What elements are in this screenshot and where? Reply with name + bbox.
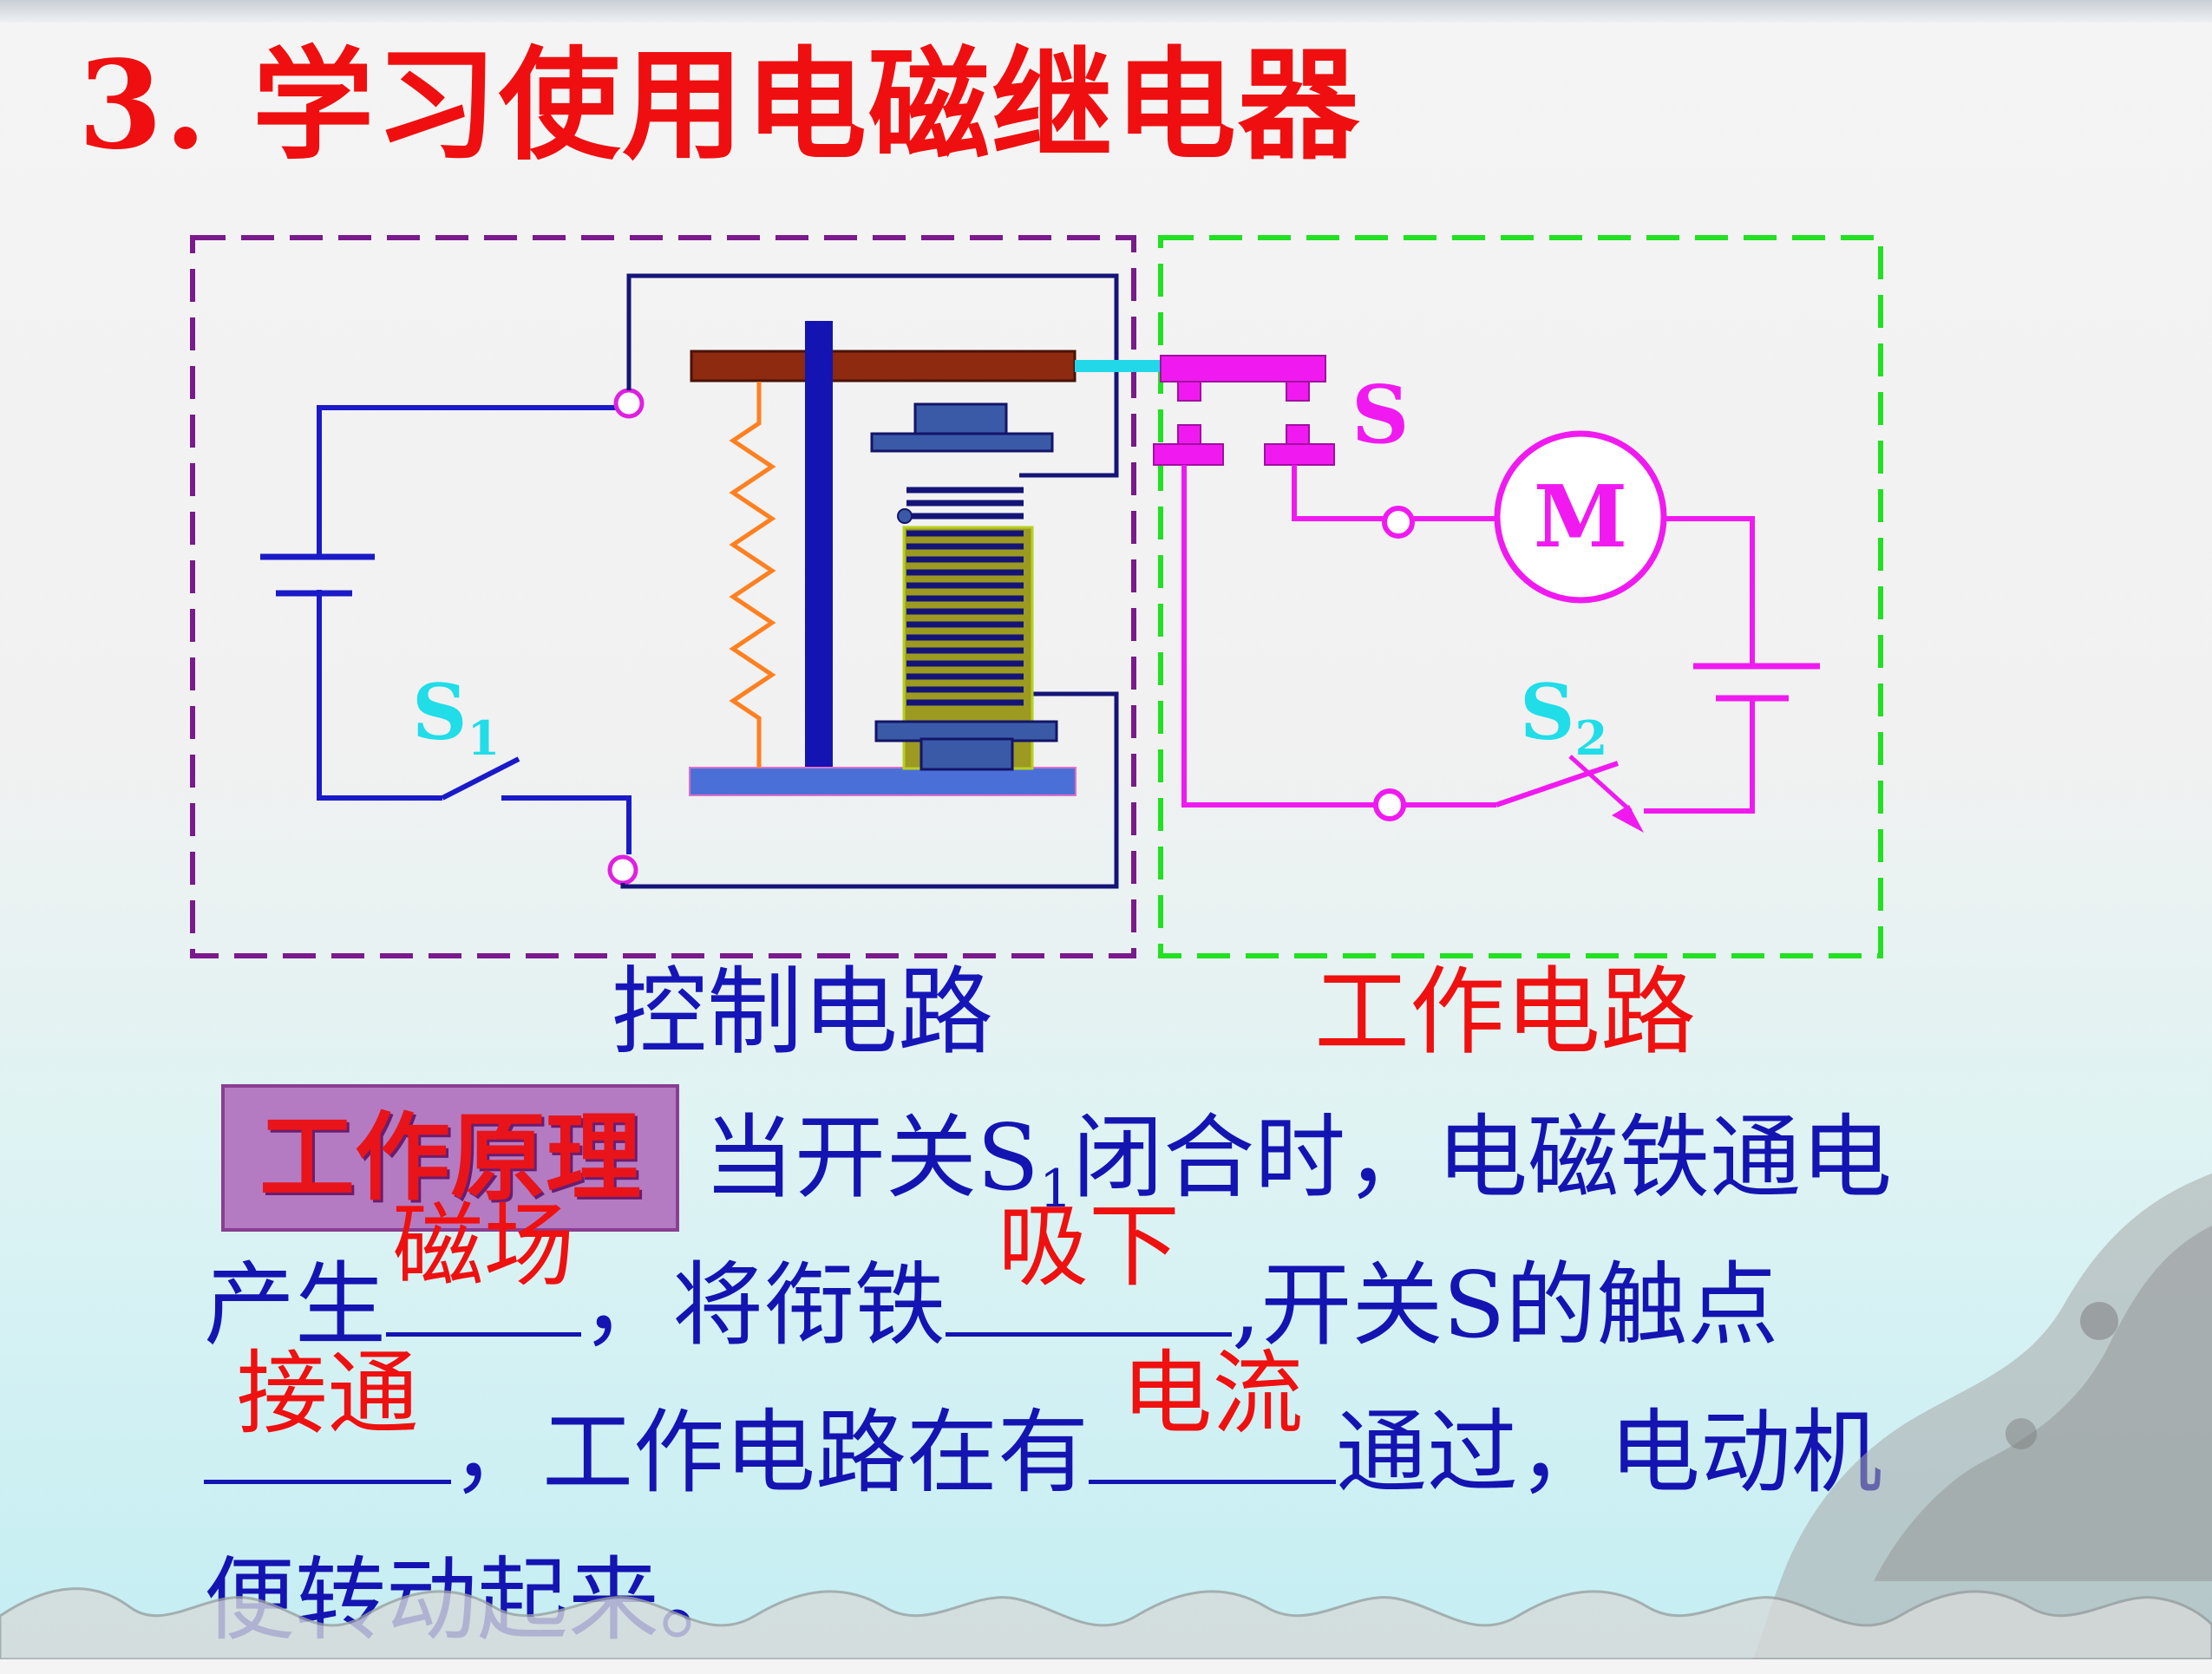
terminal-bottom [607, 854, 638, 886]
top-bar [0, 0, 2212, 23]
principle-line-1: 工作原理当开关S1闭合时，电磁铁通电 [204, 1084, 2069, 1232]
principle-line-3: 接通 ，工作电路在有电流通过，电动机 [204, 1341, 2069, 1527]
magnet-top-plate [870, 432, 1054, 453]
answer-3: 接通 [236, 1341, 419, 1447]
base-plate [689, 767, 1077, 796]
text-l3b: 通过，电动机 [1336, 1400, 1883, 1506]
principle-paragraph: 工作原理当开关S1闭合时，电磁铁通电 产生磁场，将衔铁吸下 ,开关S的触点 接通 ，… [204, 1084, 2069, 1674]
blank-1: 磁场 [386, 1193, 582, 1337]
text-l1b: 闭合时，电磁铁通电 [1072, 1105, 1893, 1211]
answer-1: 磁场 [392, 1193, 575, 1299]
text-l3a: ，工作电路在有 [451, 1400, 1090, 1506]
working-wires [1181, 465, 1755, 814]
answer-2: 吸下 [998, 1193, 1181, 1299]
blank-4: 电流 [1089, 1341, 1337, 1484]
control-circuit-label: 控制电路 [612, 957, 993, 1068]
page-title: 3. 学习使用电磁继电器 [78, 35, 1361, 177]
battery-working [1693, 663, 1820, 702]
text-l2a: 产生 [204, 1252, 387, 1358]
armature [690, 350, 1077, 383]
magnet-bottom-cap [919, 737, 1014, 771]
dragon-decoration [1752, 1174, 2212, 1659]
working-circuit-box [1158, 235, 1883, 958]
principle-badge: 工作原理 [221, 1084, 679, 1232]
blank-3: 接通 [204, 1341, 451, 1484]
text-l1sub: 1 [1038, 1159, 1073, 1220]
motor [1494, 430, 1667, 604]
contact-s [1153, 355, 1335, 466]
working-circuit-label: 工作电路 [1314, 957, 1696, 1068]
pivot-post [805, 321, 833, 768]
terminal-motor [1382, 506, 1415, 539]
label-s2: S2 [1520, 667, 1607, 766]
spring [729, 382, 776, 768]
text-l2c: ,开关S的触点 [1232, 1252, 1779, 1358]
answer-4: 电流 [1121, 1341, 1304, 1447]
control-wires [317, 405, 632, 854]
terminal-top [613, 388, 645, 419]
magnet-top-cap [913, 402, 1008, 437]
label-motor: M [1534, 468, 1627, 567]
switch-s2 [1495, 761, 1619, 808]
text-l2b: ，将衔铁 [581, 1252, 946, 1358]
battery-control [260, 553, 375, 597]
coil-windings [906, 487, 1024, 706]
label-s1: S1 [412, 667, 500, 766]
wave-decoration [0, 1587, 2212, 1659]
label-s: S [1351, 368, 1409, 461]
blank-2: 吸下 [946, 1193, 1233, 1337]
terminal-s2 [1373, 788, 1406, 821]
principle-line-2: 产生磁场，将衔铁吸下 ,开关S的触点 [204, 1193, 2069, 1379]
switch-s1 [441, 756, 520, 801]
text-l1a: 当开关S [704, 1105, 1039, 1211]
